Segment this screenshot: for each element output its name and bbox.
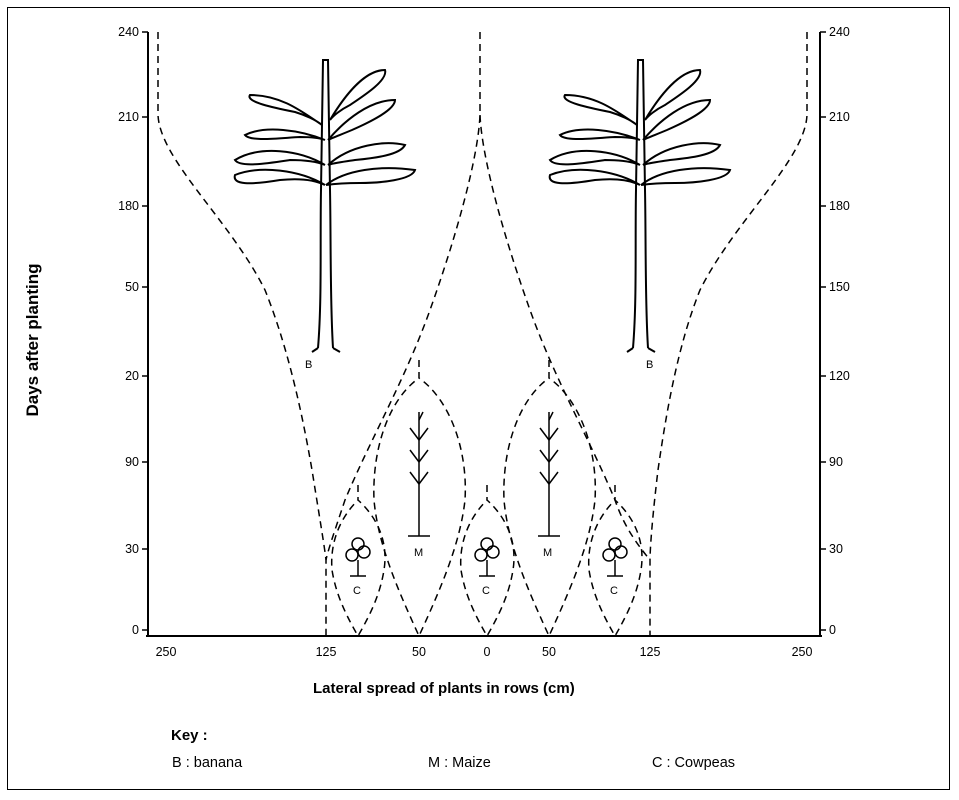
left-tick-label: 90 <box>125 455 139 469</box>
left-y-ticks: 240 210 180 50 20 90 30 0 <box>118 25 148 637</box>
banana-plant-left <box>233 59 417 353</box>
left-tick-label: 240 <box>118 25 139 39</box>
banana-envelope-right-inner <box>479 114 651 561</box>
left-tick-label: 180 <box>118 199 139 213</box>
banana-label-left: B <box>305 359 312 371</box>
x-tick-labels: 250 125 50 0 50 125 250 <box>156 645 813 659</box>
x-axis-label: Lateral spread of plants in rows (cm) <box>313 680 575 697</box>
right-y-ticks: 240 210 180 150 120 90 30 0 <box>820 25 850 637</box>
cowpea-label-left: C <box>353 585 361 597</box>
key-item-maize: M : Maize <box>428 755 491 771</box>
left-tick-label: 30 <box>125 542 139 556</box>
cowpea-envelope-right <box>587 485 643 638</box>
maize-envelope-left <box>373 360 467 638</box>
cowpea-label-right: C <box>610 585 618 597</box>
banana-envelope-left-inner <box>325 32 481 561</box>
cowpea-plant-left <box>345 537 371 577</box>
crop-envelopes <box>157 32 808 638</box>
right-tick-label: 0 <box>829 623 836 637</box>
left-tick-label: 50 <box>125 280 139 294</box>
maize-plant-left <box>408 411 430 537</box>
left-tick-label: 20 <box>125 369 139 383</box>
cowpea-plant-center <box>474 537 500 577</box>
x-tick-label: 50 <box>412 645 426 659</box>
figure-frame <box>7 7 950 790</box>
left-tick-label: 0 <box>132 623 139 637</box>
cowpea-label-center: C <box>482 585 490 597</box>
left-tick-label: 210 <box>118 110 139 124</box>
maize-label-left: M <box>414 547 423 559</box>
right-tick-label: 210 <box>829 110 850 124</box>
maize-plant-right <box>538 411 560 537</box>
banana-label-right: B <box>646 359 653 371</box>
key-item-banana: B : banana <box>172 755 243 771</box>
right-tick-label: 90 <box>829 455 843 469</box>
cowpea-plant-right <box>602 537 628 577</box>
x-tick-label: 250 <box>156 645 177 659</box>
axes <box>146 32 822 637</box>
cowpea-envelope-center <box>459 485 515 638</box>
banana-envelope-right <box>649 32 808 636</box>
y-axis-label: Days after planting <box>23 263 42 417</box>
x-tick-label: 50 <box>542 645 556 659</box>
banana-plant-right <box>548 59 732 353</box>
right-tick-label: 240 <box>829 25 850 39</box>
x-tick-label: 125 <box>640 645 661 659</box>
x-tick-label: 0 <box>484 645 491 659</box>
right-tick-label: 150 <box>829 280 850 294</box>
key-item-cowpeas: C : Cowpeas <box>652 755 736 771</box>
right-tick-label: 30 <box>829 542 843 556</box>
right-tick-label: 180 <box>829 199 850 213</box>
maize-label-right: M <box>543 547 552 559</box>
x-tick-label: 250 <box>792 645 813 659</box>
maize-envelope-right <box>503 360 597 638</box>
banana-envelope-left <box>157 32 327 636</box>
cowpea-envelope-left <box>330 485 386 638</box>
x-tick-label: 125 <box>316 645 337 659</box>
key-title: Key : <box>171 727 208 744</box>
right-tick-label: 120 <box>829 369 850 383</box>
